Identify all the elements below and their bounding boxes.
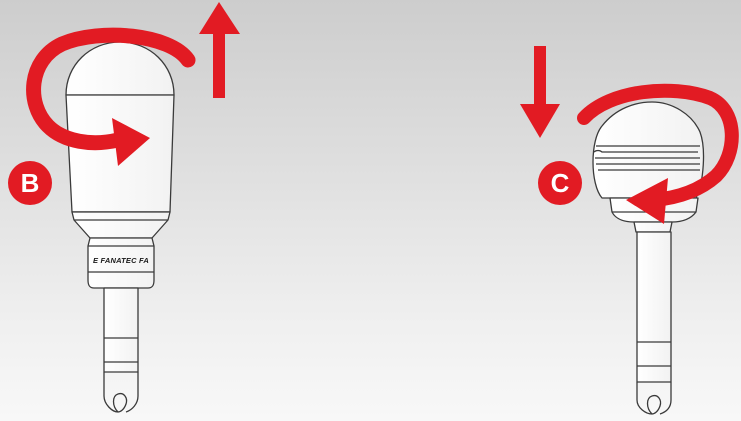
left-knob-shaft-clip — [103, 372, 139, 413]
right-shift-knob — [592, 101, 705, 415]
right-knob-ball — [592, 101, 705, 199]
arrow-up-icon — [199, 2, 240, 98]
left-knob-shaft — [103, 287, 139, 373]
arrow-down-icon — [520, 46, 560, 138]
right-knob-shaft — [636, 231, 672, 383]
clockwise-icon — [577, 83, 739, 224]
step-badge-b-label: B — [21, 168, 40, 198]
left-shift-knob — [65, 41, 175, 413]
step-badge-b: B — [8, 161, 52, 205]
right-knob-shaft-clip — [636, 382, 672, 415]
counterclockwise-icon — [26, 27, 196, 166]
step-badge-c: C — [538, 161, 582, 205]
step-badge-c-label: C — [551, 168, 570, 198]
left-knob-collar-label: E FANATEC FA — [93, 256, 149, 265]
left-knob-dome — [65, 41, 175, 96]
left-knob-lower-taper — [71, 211, 171, 239]
right-knob-neck — [633, 221, 673, 233]
left-knob-collar — [87, 237, 155, 289]
